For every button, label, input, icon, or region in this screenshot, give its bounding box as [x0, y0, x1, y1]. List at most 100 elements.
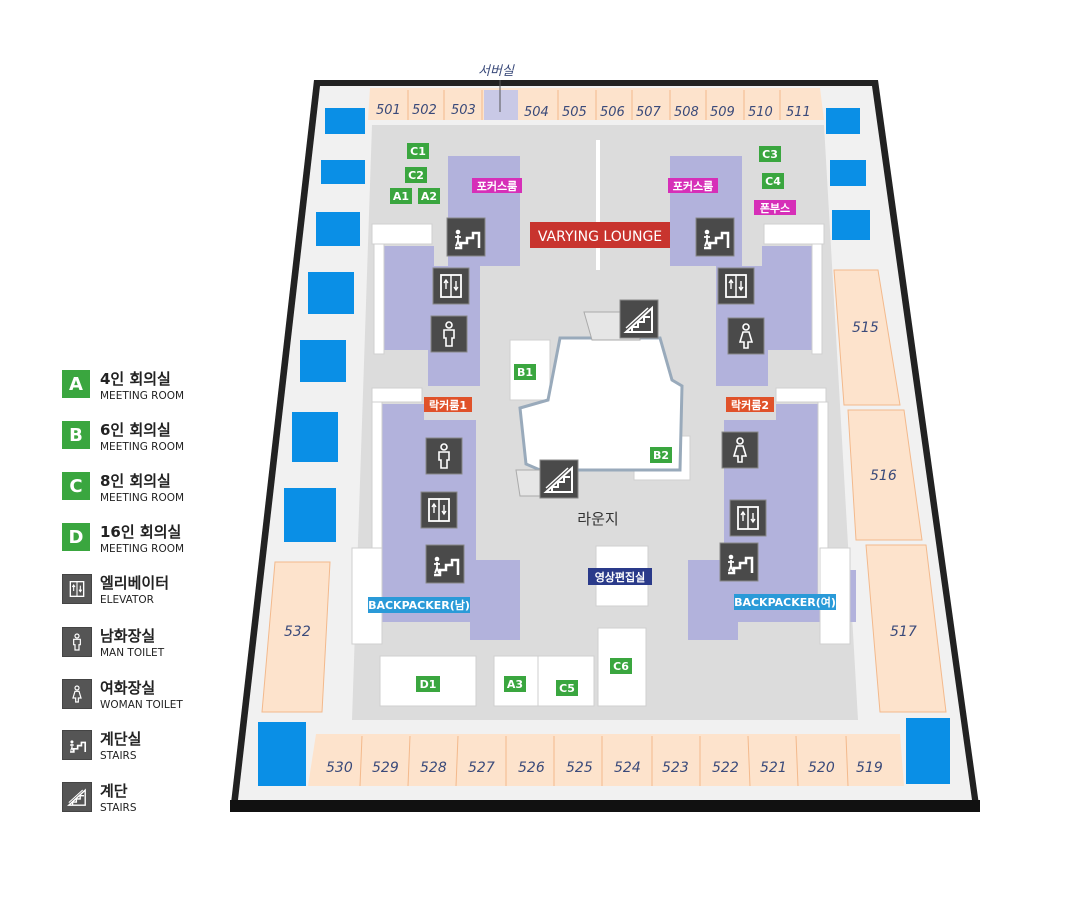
room-529: 529 [372, 760, 399, 776]
stairs-icon [424, 543, 466, 585]
legend-item-d: D 16인 회의실 MEETING ROOM [62, 521, 232, 565]
locker-room-2-tag [726, 397, 774, 412]
woman-toilet-icon [727, 317, 765, 355]
legend-subtitle: MEETING ROOM [100, 492, 185, 504]
varying-lounge-label: VARYING LOUNGE [538, 229, 662, 245]
legend-title: 여화장실 [100, 679, 156, 697]
backpacker-male-tag [368, 597, 470, 613]
meeting-room-c4: C4 [765, 175, 781, 188]
meeting-room-b1: B1 [517, 366, 533, 379]
letter-a-icon: A [62, 370, 90, 398]
meeting-room-b2: B2 [653, 449, 669, 462]
legend-item-stairs: 계단실 STAIRS [62, 728, 232, 772]
backpacker-female-label: BACKPACKER(여) [734, 595, 836, 609]
room-530: 530 [326, 760, 353, 776]
room-510: 510 [748, 105, 773, 120]
office-532 [261, 561, 331, 713]
legend-subtitle: STAIRS [100, 802, 137, 814]
legend-title: 16인 회의실 [100, 523, 182, 541]
meeting-room-c3: C3 [762, 148, 778, 161]
man-toilet-icon [62, 627, 92, 657]
offices-bottom [308, 734, 904, 787]
phone-booth-label: 폰부스 [760, 202, 790, 215]
woman-toilet-icon [721, 431, 759, 469]
room-532: 532 [284, 624, 311, 640]
room-522: 522 [712, 760, 739, 776]
floor-slab-side [230, 800, 980, 812]
legend-item-b: B 6인 회의실 MEETING ROOM [62, 419, 232, 463]
room-517: 517 [890, 624, 917, 640]
room-504: 504 [524, 105, 549, 120]
meeting-room-c2: C2 [408, 169, 424, 182]
meeting-room-c1: C1 [410, 145, 426, 158]
legend-title: 4인 회의실 [100, 370, 171, 388]
letter-c-icon: C [62, 472, 90, 500]
meeting-room-a1: A1 [393, 190, 409, 203]
room-520: 520 [808, 760, 835, 776]
room-numbers-top: 501 502 503 504 505 506 507 508 509 510 … [376, 103, 811, 120]
legend-item-c: C 8인 회의실 MEETING ROOM [62, 470, 232, 514]
room-526: 526 [518, 760, 545, 776]
elevator-icon [729, 499, 767, 537]
man-toilet-icon [430, 315, 468, 353]
room-508: 508 [674, 105, 699, 120]
legend-item-a: A 4인 회의실 MEETING ROOM [62, 368, 232, 412]
legend-item-woman-toilet: 여화장실 WOMAN TOILET [62, 677, 232, 721]
locker-room-1-label: 락커룸1 [429, 398, 467, 412]
windows-left [258, 108, 365, 786]
locker-room-1-tag [424, 397, 472, 412]
room-528: 528 [420, 760, 447, 776]
phone-booth-tag [754, 200, 796, 215]
room-507: 507 [636, 105, 662, 120]
staircase-icon [62, 782, 92, 812]
letter-d-icon: D [62, 523, 90, 551]
room-521: 521 [760, 760, 787, 776]
legend-subtitle: MAN TOILET [100, 647, 165, 659]
stairs-icon [718, 541, 760, 583]
video-editing-room-label: 영상편집실 [595, 570, 646, 584]
elevator-icon [432, 267, 470, 305]
legend-subtitle: WOMAN TOILET [100, 699, 183, 711]
meeting-room-tags: C1 C2 A1 A2 C3 C4 B1 B2 D1 A3 C5 C6 [390, 143, 784, 696]
man-toilet-icon [425, 437, 463, 475]
focus-room-left-label: 포커스룸 [477, 179, 517, 193]
lounge-bar [596, 140, 600, 270]
meeting-room-a2: A2 [421, 190, 437, 203]
elevator-icon [62, 574, 92, 604]
focus-room-right-tag [668, 178, 718, 193]
server-room-label: 서버실 [478, 64, 515, 79]
stairs-icon [694, 216, 736, 258]
room-516: 516 [870, 468, 897, 484]
legend-title: 계단실 [100, 730, 142, 748]
stairs-icon [445, 216, 487, 258]
room-524: 524 [614, 760, 641, 776]
room-numbers-bottom: 530 529 528 527 526 525 524 523 522 521 … [326, 760, 883, 776]
room-519: 519 [856, 760, 883, 776]
legend-title: 남화장실 [100, 627, 156, 645]
legend-title: 계단 [100, 782, 128, 800]
atrium-opening [518, 336, 684, 472]
legend-item-man-toilet: 남화장실 MAN TOILET [62, 625, 232, 669]
room-525: 525 [566, 760, 593, 776]
video-editing-room-tag [588, 568, 652, 585]
offices-top [368, 88, 824, 120]
legend-subtitle: MEETING ROOM [100, 441, 185, 453]
legend-item-elevator: 엘리베이터 ELEVATOR [62, 572, 232, 616]
legend-subtitle: ELEVATOR [100, 594, 154, 606]
varying-lounge-banner [530, 222, 670, 248]
backpacker-female-tag [734, 594, 836, 610]
legend-title: 6인 회의실 [100, 421, 171, 439]
meeting-room-c6: C6 [613, 660, 629, 673]
windows-right [826, 108, 950, 784]
legend-title: 8인 회의실 [100, 472, 171, 490]
offices-right [833, 269, 947, 713]
room-511: 511 [786, 105, 811, 120]
elevator-icon [717, 267, 755, 305]
room-515: 515 [852, 320, 879, 336]
legend-item-staircase: 계단 STAIRS [62, 780, 232, 824]
meeting-room-d1: D1 [420, 678, 437, 691]
room-501: 501 [376, 103, 401, 118]
lounge-label: 라운지 [577, 510, 618, 528]
locker-room-2-label: 락커룸2 [731, 398, 769, 412]
